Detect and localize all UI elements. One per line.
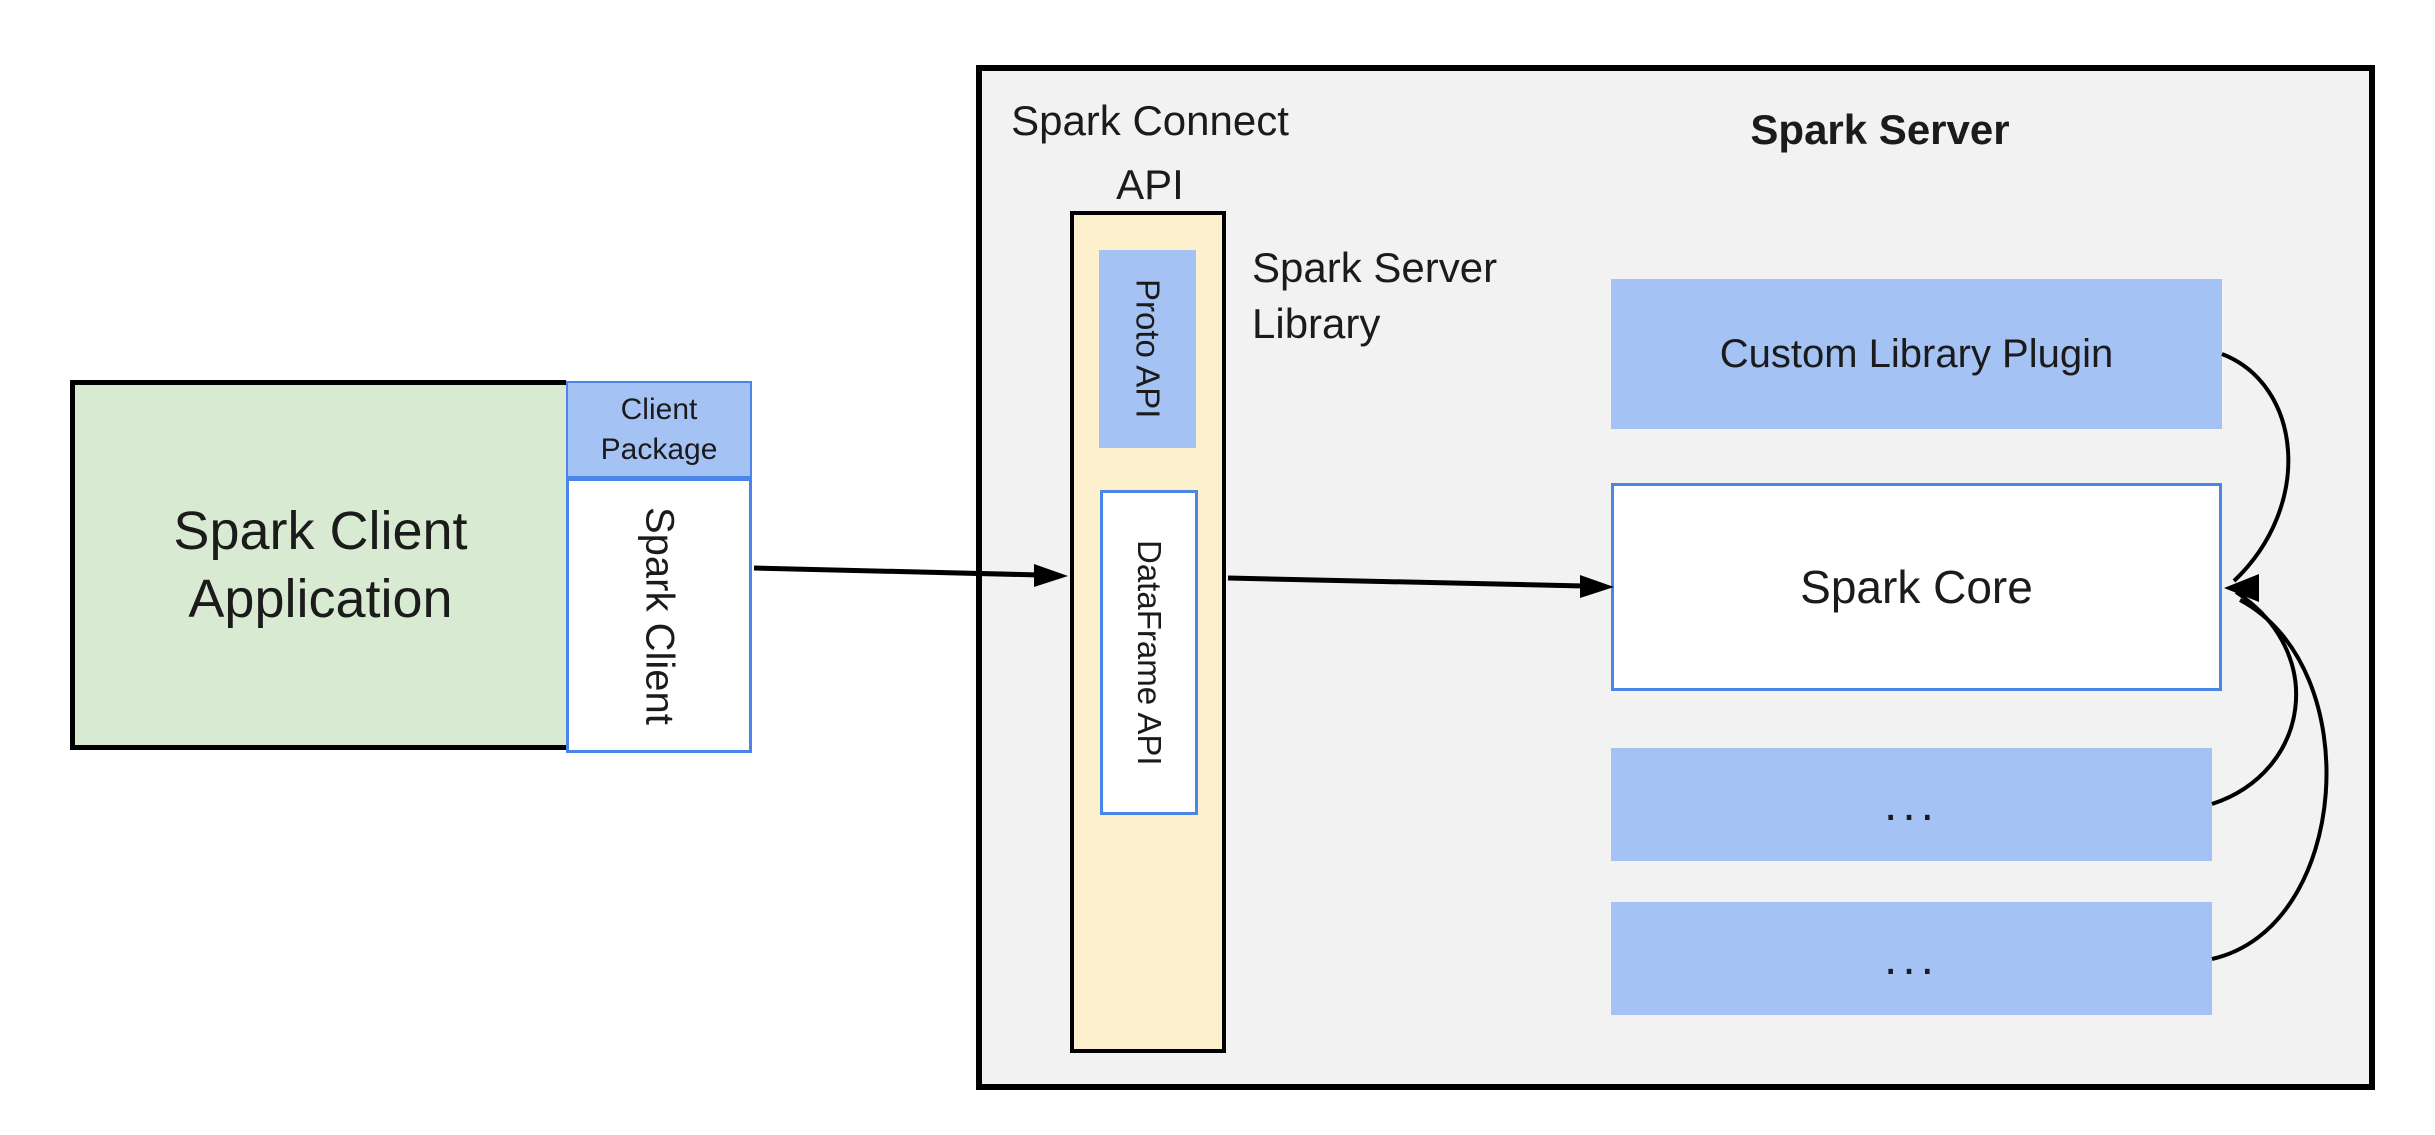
spark-client-application-box: Spark Client Application bbox=[70, 380, 566, 750]
proto-api-box: Proto API bbox=[1099, 250, 1196, 448]
proto-api-label: Proto API bbox=[1129, 279, 1167, 419]
spark-server-title: Spark Server bbox=[1750, 106, 2010, 153]
spark-client-box: Spark Client bbox=[566, 478, 752, 753]
spark-core-box: Spark Core bbox=[1611, 483, 2222, 691]
dataframe-api-label: DataFrame API bbox=[1131, 539, 1168, 766]
spark-server-library-label: Spark Server Library bbox=[1252, 244, 1498, 347]
more-plugins-box-1: ... bbox=[1611, 748, 2212, 861]
spark-client-label: Spark Client bbox=[637, 506, 682, 725]
more-plugins-box-2: ... bbox=[1611, 902, 2212, 1015]
spark-connect-api-title: Spark Connect API bbox=[1011, 97, 1289, 208]
client-package-box: Client Package bbox=[566, 381, 752, 478]
dataframe-api-box: DataFrame API bbox=[1100, 490, 1198, 815]
custom-library-plugin-box: Custom Library Plugin bbox=[1611, 279, 2222, 429]
